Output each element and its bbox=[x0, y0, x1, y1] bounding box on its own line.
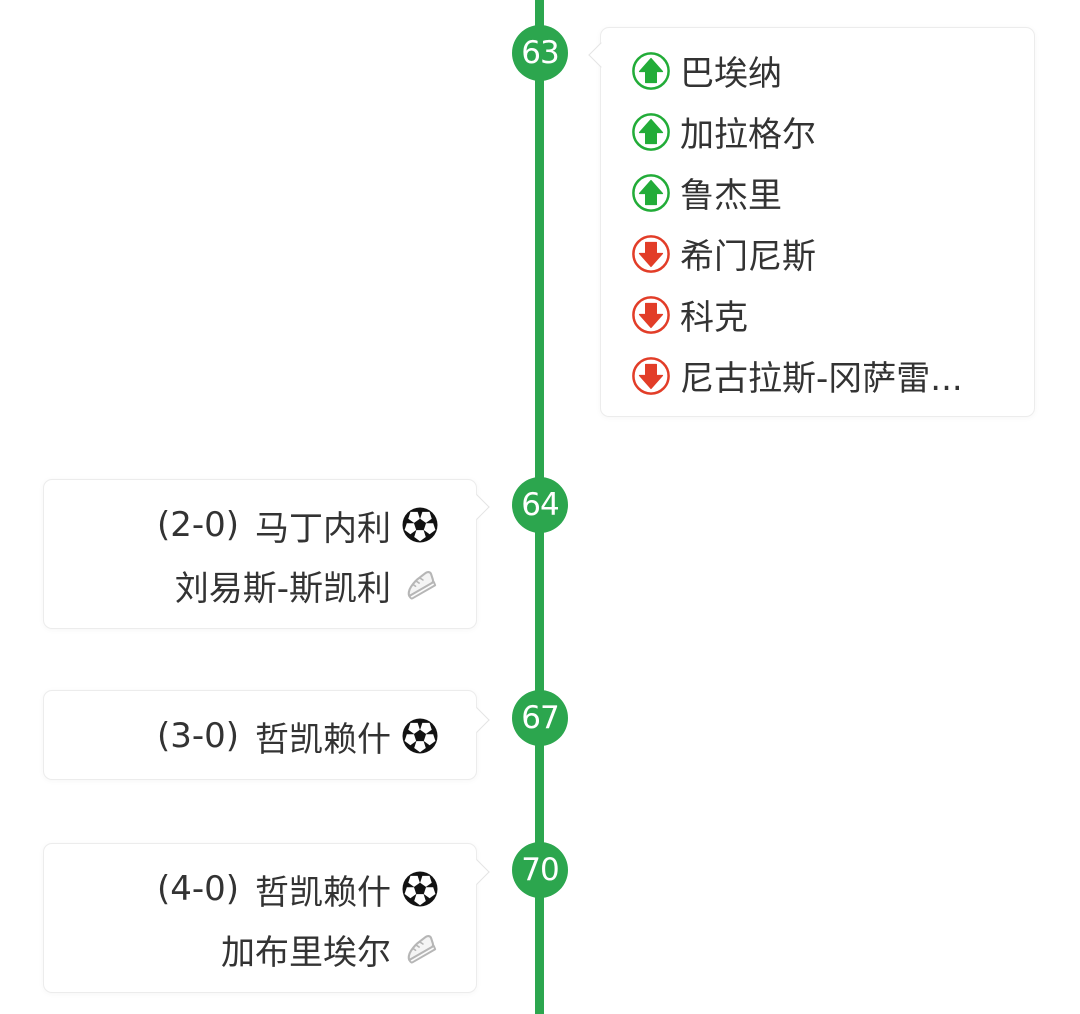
player-name: 鲁杰里 bbox=[680, 176, 782, 216]
player-name: 尼古拉斯-冈萨雷... bbox=[680, 359, 963, 399]
substitution-row[interactable]: 科克 bbox=[601, 284, 1034, 345]
goal-ball-icon bbox=[400, 716, 440, 756]
assist-row[interactable]: 刘易斯-斯凯利 bbox=[44, 555, 476, 615]
scorer-name: 哲凯赖什 bbox=[255, 872, 391, 913]
sub-out-icon bbox=[631, 234, 671, 274]
scorer-name: 马丁内利 bbox=[255, 508, 391, 549]
assist-player-name: 加布里埃尔 bbox=[221, 932, 391, 973]
score-text: (2-0) bbox=[156, 505, 239, 545]
score-text: (4-0) bbox=[156, 869, 239, 909]
minute-badge: 70 bbox=[512, 842, 568, 898]
assist-boot-icon bbox=[400, 565, 440, 605]
goal-ball-icon bbox=[400, 505, 440, 545]
substitution-row[interactable]: 鲁杰里 bbox=[601, 162, 1034, 223]
assist-boot-icon bbox=[400, 929, 440, 969]
sub-in-icon bbox=[631, 51, 671, 91]
player-name: 希门尼斯 bbox=[680, 237, 816, 277]
substitution-row[interactable]: 希门尼斯 bbox=[601, 223, 1034, 284]
sub-in-icon bbox=[631, 112, 671, 152]
goal-row[interactable]: (4-0) 哲凯赖什 bbox=[44, 859, 476, 919]
assist-player-name: 刘易斯-斯凯利 bbox=[174, 568, 391, 609]
substitution-row[interactable]: 加拉格尔 bbox=[601, 101, 1034, 162]
goal-card[interactable]: (2-0) 马丁内利刘易斯-斯凯利 bbox=[43, 479, 490, 629]
score-text: (3-0) bbox=[156, 716, 239, 756]
goal-ball-icon bbox=[400, 869, 440, 909]
minute-badge: 64 bbox=[512, 477, 568, 533]
scorer-name: 哲凯赖什 bbox=[255, 719, 391, 760]
player-name: 科克 bbox=[680, 298, 748, 338]
goal-card[interactable]: (3-0) 哲凯赖什 bbox=[43, 690, 490, 780]
player-name: 加拉格尔 bbox=[680, 115, 816, 155]
goal-card[interactable]: (4-0) 哲凯赖什加布里埃尔 bbox=[43, 843, 490, 993]
sub-in-icon bbox=[631, 173, 671, 213]
substitution-row[interactable]: 尼古拉斯-冈萨雷... bbox=[601, 345, 1034, 406]
minute-badge: 63 bbox=[512, 25, 568, 81]
substitution-card[interactable]: 巴埃纳加拉格尔鲁杰里希门尼斯科克尼古拉斯-冈萨雷... bbox=[587, 27, 1035, 417]
sub-out-icon bbox=[631, 356, 671, 396]
minute-badge: 67 bbox=[512, 690, 568, 746]
goal-row[interactable]: (3-0) 哲凯赖什 bbox=[44, 706, 476, 766]
substitution-row[interactable]: 巴埃纳 bbox=[601, 40, 1034, 101]
player-name: 巴埃纳 bbox=[680, 54, 782, 94]
sub-out-icon bbox=[631, 295, 671, 335]
goal-row[interactable]: (2-0) 马丁内利 bbox=[44, 495, 476, 555]
assist-row[interactable]: 加布里埃尔 bbox=[44, 919, 476, 979]
